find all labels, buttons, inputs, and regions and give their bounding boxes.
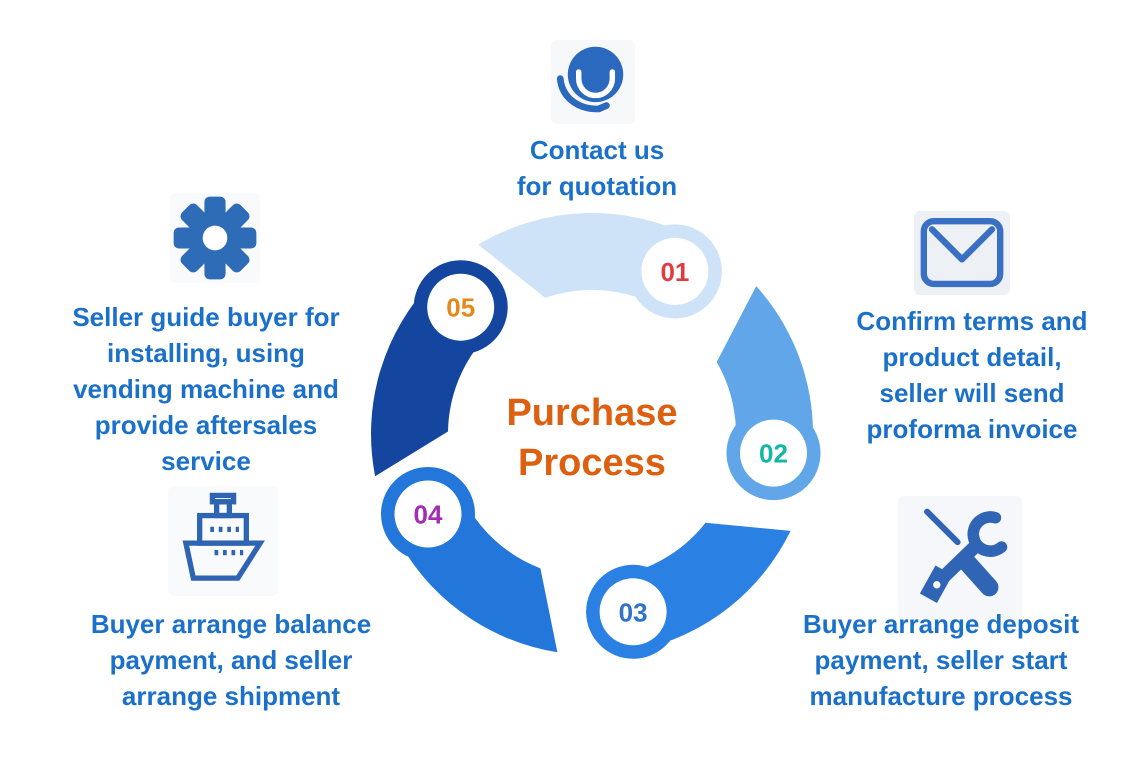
step-circle-04 — [394, 480, 462, 548]
ship-deck — [197, 512, 249, 546]
tools-icon-graphic — [919, 508, 1008, 603]
ship-hull — [182, 540, 265, 581]
step-circle-03 — [599, 578, 667, 646]
headset-icon-graphic — [556, 46, 624, 113]
tools-icon — [898, 496, 1022, 620]
envelope-icon-graphic — [920, 218, 1004, 288]
gear-hole — [202, 225, 228, 251]
step-circle-01 — [641, 237, 709, 305]
step-label-01: Contact us for quotation — [516, 135, 678, 201]
ship-icon — [168, 486, 278, 596]
step-number-04: 04 — [414, 500, 443, 530]
step-number-01: 01 — [660, 257, 689, 287]
wrench-handle-hole — [933, 581, 941, 589]
gear-icon — [170, 193, 260, 283]
screwdriver-handle — [959, 554, 999, 597]
gear-icon-graphic — [173, 196, 257, 280]
ship-funnel-cap — [209, 492, 237, 505]
step-number-02: 02 — [759, 439, 788, 469]
step-number-05: 05 — [446, 293, 475, 323]
step-circle-05 — [427, 273, 495, 341]
headset-smile — [575, 69, 616, 99]
envelope-flap — [928, 226, 996, 263]
ship-icon-graphic — [182, 492, 265, 581]
envelope-icon — [914, 211, 1010, 295]
headset-mic-boom — [556, 75, 610, 113]
screwdriver-blade — [924, 508, 961, 546]
step-number-03: 03 — [619, 597, 648, 627]
step-circle-02 — [740, 419, 807, 487]
diagram-title: Purchase Process — [506, 392, 678, 484]
step-label-03: Buyer arrange deposit payment, seller st… — [803, 609, 1079, 711]
envelope-body — [920, 218, 1004, 288]
wrench-jaw — [967, 511, 1008, 557]
step-label-04: Buyer arrange balance payment, and selle… — [90, 609, 372, 711]
step-label-05: Seller guide buyer for installing, using… — [72, 302, 340, 476]
step-label-02: Confirm terms and product detail, seller… — [856, 306, 1088, 444]
headset-icon — [551, 40, 635, 124]
